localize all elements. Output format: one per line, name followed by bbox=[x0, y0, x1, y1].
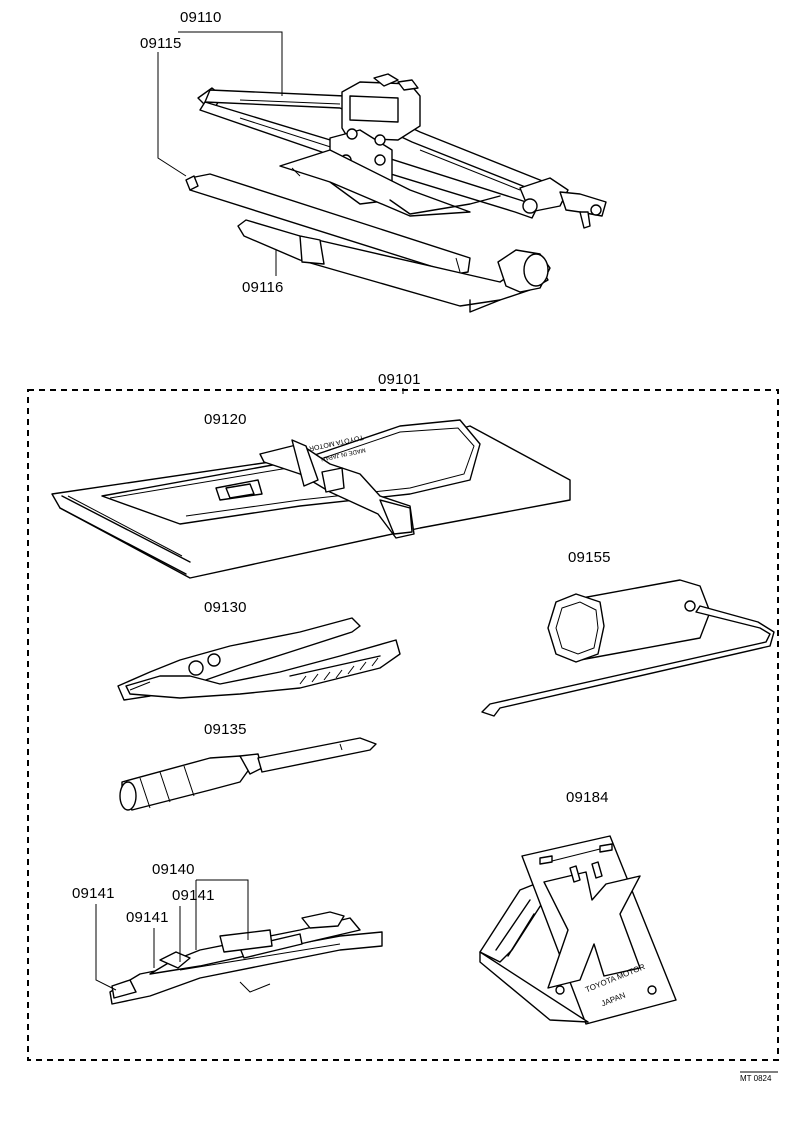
wheel-chock bbox=[479, 835, 677, 1025]
label-tool-bag: 09120 bbox=[204, 411, 247, 428]
tool-set-box bbox=[27, 389, 779, 1061]
wrench-set bbox=[109, 911, 383, 1005]
pliers bbox=[117, 617, 401, 701]
label-wrench-c: 09141 bbox=[126, 909, 169, 926]
jack-handle-rod bbox=[185, 173, 471, 275]
label-plug-wrench: 09155 bbox=[568, 549, 611, 566]
label-wheel-chock: 09184 bbox=[566, 789, 609, 806]
figure-code: MT 0824 bbox=[740, 1074, 772, 1083]
label-tool-set: 09101 bbox=[378, 371, 421, 388]
scissor-jack bbox=[197, 73, 607, 229]
label-wrench-handle: 09116 bbox=[242, 279, 284, 296]
leader-09110 bbox=[178, 31, 283, 96]
label-pliers: 09130 bbox=[204, 599, 247, 616]
screwdriver bbox=[119, 737, 377, 811]
plug-wrench bbox=[481, 579, 775, 717]
leader-09115 bbox=[157, 52, 187, 177]
label-wrench-a: 09141 bbox=[72, 885, 115, 902]
label-wrench-set: 09140 bbox=[152, 861, 195, 878]
label-screwdriver: 09135 bbox=[204, 721, 247, 738]
tool-bag bbox=[51, 419, 571, 579]
label-jack-handle: 09115 bbox=[140, 35, 182, 52]
label-jack-assy: 09110 bbox=[180, 9, 222, 26]
wheel-nut-wrench bbox=[237, 219, 551, 313]
label-wrench-b: 09141 bbox=[172, 887, 215, 904]
